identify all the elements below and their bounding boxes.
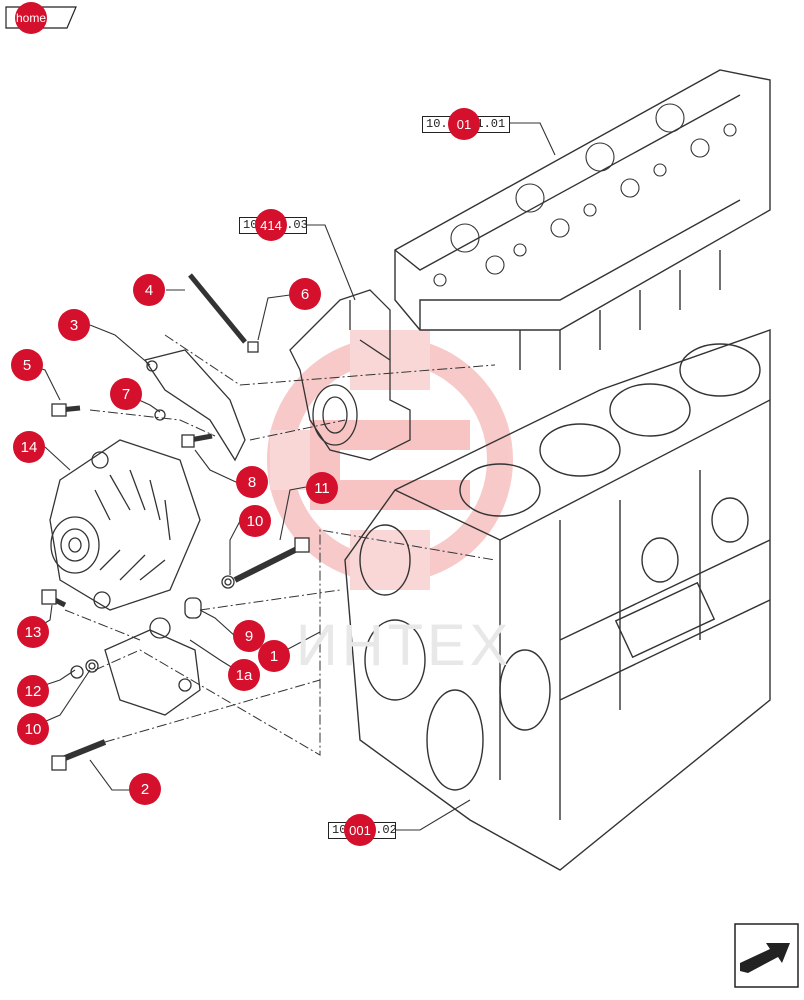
lower-bracket: [104, 617, 201, 716]
callout-2[interactable]: 2: [129, 773, 161, 805]
callout-1[interactable]: 1: [258, 640, 290, 672]
callout-13[interactable]: 13: [17, 616, 49, 648]
ref-mount-badge: 414: [255, 209, 287, 241]
home-label: home: [15, 2, 47, 34]
callout-10-upper[interactable]: 10: [239, 505, 271, 537]
callout-7[interactable]: 7: [110, 378, 142, 410]
callout-3[interactable]: 3: [58, 309, 90, 341]
assembly-lines: [64, 334, 496, 756]
callout-14[interactable]: 14: [13, 431, 45, 463]
engine-block: [344, 329, 771, 871]
mount-bracket: [289, 289, 411, 461]
leader-lines: [27, 122, 556, 831]
ref-mount[interactable]: 10.414.03 414: [239, 209, 308, 241]
home-button[interactable]: home: [5, 2, 77, 34]
callout-1a[interactable]: 1a: [228, 659, 260, 691]
ref-cylinder-head[interactable]: 10.01.01.01 01: [422, 108, 510, 140]
ref-engine-block[interactable]: 10.001.02 001: [328, 814, 397, 846]
callout-12[interactable]: 12: [17, 675, 49, 707]
watermark-text: ИНТЕХ: [296, 613, 513, 678]
ref-cylinder-head-badge: 01: [448, 108, 480, 140]
callout-5[interactable]: 5: [11, 349, 43, 381]
callout-11[interactable]: 11: [306, 472, 338, 504]
callout-4[interactable]: 4: [133, 274, 165, 306]
next-button[interactable]: [734, 923, 799, 988]
callout-10-lower[interactable]: 10: [17, 713, 49, 745]
cylinder-head: [394, 69, 771, 370]
arrow-next-icon: [734, 923, 799, 988]
upper-bracket: [143, 349, 246, 462]
alternator: [49, 439, 201, 611]
ref-engine-block-badge: 001: [344, 814, 376, 846]
callout-6[interactable]: 6: [289, 278, 321, 310]
callout-9[interactable]: 9: [233, 620, 265, 652]
callout-8[interactable]: 8: [236, 466, 268, 498]
